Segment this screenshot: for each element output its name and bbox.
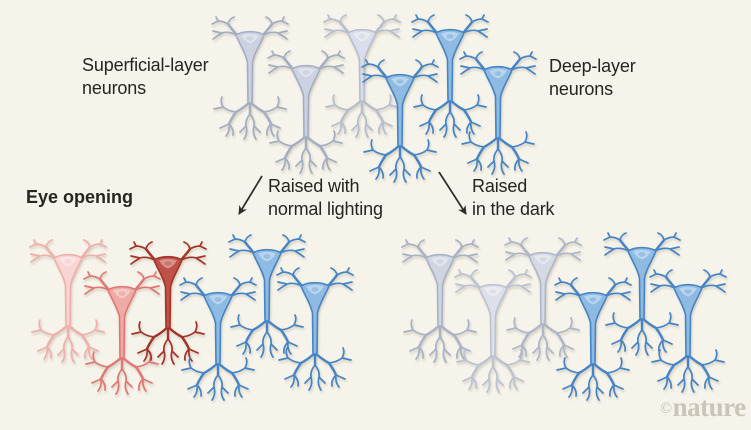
condition-arrows	[238, 171, 467, 215]
deep-neuron	[360, 58, 440, 184]
superficial-layer-label-line2: neurons	[82, 78, 146, 98]
raised-in-dark-label: Raised in the dark	[472, 175, 555, 221]
raised-normal-lighting-line1: Raised with	[268, 176, 360, 196]
superficial-layer-label: Superficial-layer neurons	[82, 54, 209, 100]
raised-in-dark-line2: in the dark	[472, 199, 555, 219]
deep-neuron	[553, 276, 633, 402]
nature-logo-text: nature	[672, 392, 747, 422]
normal-lighting-cluster	[28, 233, 355, 402]
copyright-icon: ©	[660, 400, 672, 417]
superficial-neuron-inactive	[503, 236, 583, 362]
deep-neuron	[178, 276, 258, 402]
deep-neuron	[648, 268, 728, 394]
deep-layer-label: Deep-layer neurons	[549, 55, 636, 101]
deep-neuron	[227, 233, 307, 359]
superficial-neuron-active	[82, 270, 162, 396]
baseline-neurons-cluster	[210, 13, 538, 184]
raised-normal-lighting-label: Raised with normal lighting	[268, 175, 383, 221]
superficial-neuron-inactive	[400, 238, 480, 364]
superficial-neuron	[210, 15, 290, 141]
raised-in-dark-line1: Raised	[472, 176, 528, 196]
superficial-layer-label-line1: Superficial-layer	[82, 55, 209, 75]
eye-opening-label: Eye opening	[26, 187, 134, 207]
deep-layer-label-line1: Deep-layer	[549, 56, 636, 76]
superficial-neuron-weakly-active	[28, 238, 108, 364]
superficial-neuron-strongly-active	[128, 240, 208, 366]
arrow-raised-normal-lighting	[238, 175, 263, 215]
deep-layer-label-line2: neurons	[549, 79, 613, 99]
dark-reared-cluster	[400, 231, 728, 402]
raised-normal-lighting-line2: normal lighting	[268, 199, 383, 219]
nature-watermark: ©nature	[660, 392, 746, 424]
superficial-neuron	[266, 49, 346, 175]
arrow-raised-in-dark	[438, 171, 467, 215]
deep-neuron	[458, 50, 538, 176]
